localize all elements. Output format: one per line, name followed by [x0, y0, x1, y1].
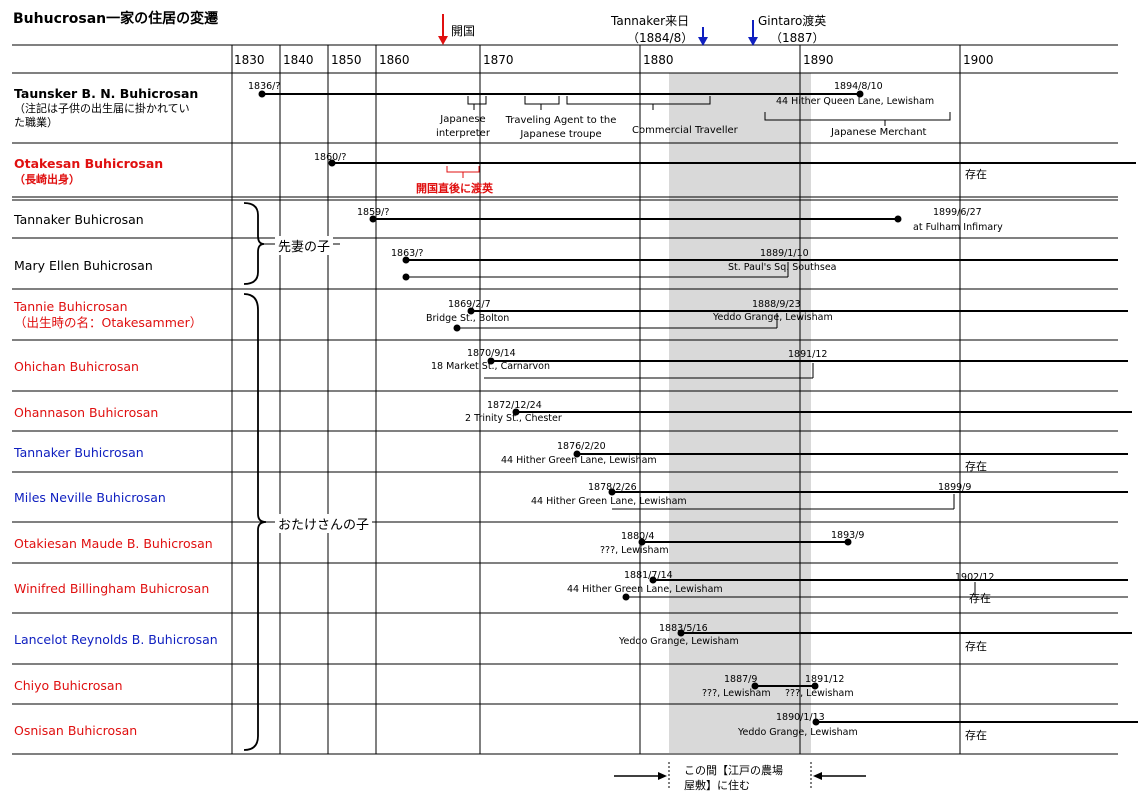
date-label: 1899/9: [938, 482, 972, 493]
person-note: （注記は子供の出生届に掛かれていた職業）: [14, 102, 190, 129]
status-label: 存在: [965, 460, 987, 473]
date-label: 1888/9/23: [752, 299, 801, 310]
person-name-text: Otakesan Buhicrosan: [14, 156, 164, 171]
status-label: 存在: [965, 729, 987, 742]
edo-note-line-2: 屋敷】に住む: [684, 779, 750, 792]
address-label: Bridge St., Bolton: [426, 313, 510, 324]
person-name-text: Taunsker B. N. Buhicrosan: [14, 86, 199, 101]
person-name: Miles Neville Buhicrosan: [14, 490, 166, 505]
edo-note-line-1: この間【江戸の農場: [684, 764, 783, 777]
person-name: Ohannason Buhicrosan: [14, 405, 159, 420]
address-label: 2 Trinity St., Chester: [465, 413, 562, 424]
date-label: 1869/2/7: [448, 299, 491, 310]
event-tannaker-arrival-date: （1884/8）: [627, 31, 694, 45]
event-tannaker-arrival: Tannaker来日: [611, 14, 690, 28]
date-label: 1863/?: [391, 248, 424, 259]
person-name: Tannaker Buhicrosan: [14, 445, 144, 460]
person-name: Ohichan Buhicrosan: [14, 359, 139, 374]
address-label: 18 Market St., Carnarvon: [431, 361, 550, 372]
address-label: St. Paul's Sq. Southsea: [728, 262, 837, 273]
date-label: 1883/5/16: [659, 623, 708, 634]
otake-note: 開国直後に渡英: [416, 182, 493, 195]
decade-label: 1890: [803, 53, 834, 67]
date-label: 1859/?: [357, 207, 390, 218]
date-label: 1870/9/14: [467, 348, 516, 359]
address-label: 44 Hither Green Lane, Lewisham: [531, 496, 687, 507]
occupation-agent: Traveling Agent to the Japanese troupe: [505, 115, 617, 140]
address-label: Yeddo Grange, Lewisham: [738, 727, 858, 738]
date-label: 1891/12: [805, 674, 845, 685]
decade-label: 1830: [234, 53, 265, 67]
event-gintaro-date: （1887）: [770, 31, 825, 45]
event-gintaro: Gintaro渡英: [758, 14, 827, 28]
person-note: （長崎出身）: [14, 173, 80, 186]
decade-label: 1870: [483, 53, 514, 67]
person-name: Tannie Buhicrosan （出生時の名：Otakesammer）: [14, 299, 202, 331]
person-name: Otakiesan Maude B. Buhicrosan: [14, 536, 213, 551]
date-label: 1889/1/10: [760, 248, 809, 259]
person-name: Tannaker Buhicrosan: [14, 212, 144, 227]
address-label: ???, Lewisham: [600, 545, 669, 556]
address-label: Yeddo Grange, Lewisham: [713, 312, 833, 323]
date-label: 1876/2/20: [557, 441, 606, 452]
address-label: 44 Hither Green Lane, Lewisham: [501, 455, 657, 466]
date-label: 1872/12/24: [487, 400, 542, 411]
date-label: 1899/6/27: [933, 207, 982, 218]
decade-label: 1850: [331, 53, 362, 67]
status-label: 存在: [965, 640, 987, 653]
date-label: 1836/?: [248, 81, 281, 92]
person-name-text: Tannie Buhicrosan: [14, 299, 128, 314]
person-name: Taunsker B. N. Buhicrosan （注記は子供の出生届に掛かれ…: [14, 86, 199, 130]
person-name: Otakesan Buhicrosan （長崎出身）: [14, 156, 163, 188]
status-label: 存在: [965, 168, 987, 181]
event-kaikoku: 開国: [451, 24, 476, 38]
occupation-merchant: Japanese Merchant: [831, 127, 927, 138]
occupation-interpreter: Japanese interpreter: [436, 114, 490, 139]
address-label: 44 Hither Queen Lane, Lewisham: [776, 96, 935, 107]
date-label: 1881/7/14: [624, 570, 673, 581]
address-label: 44 Hither Green Lane, Lewisham: [567, 584, 723, 595]
diagram-title: Buhucrosan一家の住居の変遷: [13, 11, 219, 27]
status-label: 存在: [969, 592, 991, 605]
address-label: ???, Lewisham: [702, 688, 771, 699]
decade-label: 1840: [283, 53, 314, 67]
date-label: 1902/12: [955, 572, 995, 583]
person-name: Mary Ellen Buhicrosan: [14, 258, 153, 273]
decade-label: 1900: [963, 53, 994, 67]
person-name: Lancelot Reynolds B. Buhicrosan: [14, 632, 218, 647]
person-name: Osnisan Buhicrosan: [14, 723, 138, 738]
person-note: （出生時の名：Otakesammer）: [14, 315, 203, 330]
date-label: 1878/2/26: [588, 482, 637, 493]
date-label: 1860/?: [314, 152, 347, 163]
decade-label: 1880: [643, 53, 674, 67]
address-label: at Fulham Infimary: [913, 222, 1003, 233]
address-label: ???, Lewisham: [785, 688, 854, 699]
person-name: Chiyo Buhicrosan: [14, 678, 123, 693]
date-label: 1890/1/13: [776, 712, 825, 723]
date-label: 1880/4: [621, 531, 655, 542]
date-label: 1894/8/10: [834, 81, 883, 92]
address-label: Yeddo Grange, Lewisham: [619, 636, 739, 647]
occupation-commercial: Commercial Traveller: [632, 125, 738, 136]
person-name: Winifred Billingham Buhicrosan: [14, 581, 210, 596]
date-label: 1887/9: [724, 674, 758, 685]
group-label-otake: おたけさんの子: [275, 514, 373, 533]
date-label: 1893/9: [831, 530, 865, 541]
date-label: 1891/12: [788, 349, 828, 360]
decade-label: 1860: [379, 53, 410, 67]
group-label-previous-wife: 先妻の子: [275, 236, 334, 255]
